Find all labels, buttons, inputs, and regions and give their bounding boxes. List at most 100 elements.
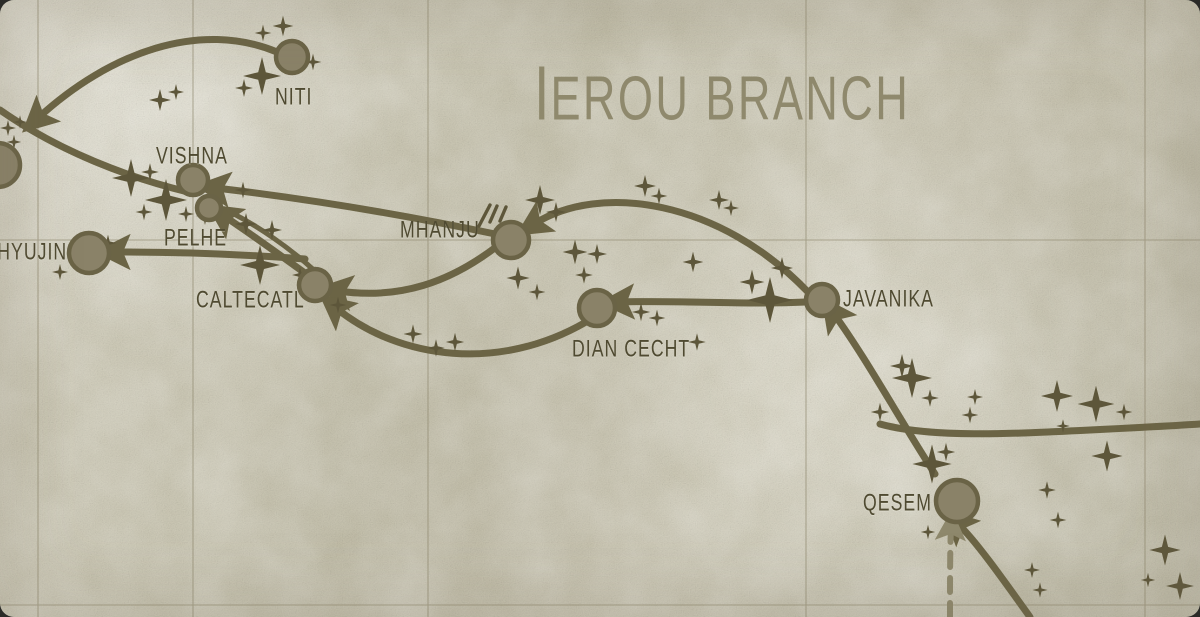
star-glyph <box>329 296 347 314</box>
system-label-qesem: QESEM <box>863 490 932 517</box>
star-glyph <box>747 277 793 323</box>
star-glyph <box>262 220 282 240</box>
route-javanika-to-mhanju[interactable] <box>515 199 812 296</box>
star-glyph <box>141 163 159 181</box>
route-qesem-south-dashed[interactable] <box>934 509 966 617</box>
star-glyph <box>506 266 530 290</box>
star-glyph <box>445 332 465 352</box>
system-node-mhanju[interactable] <box>490 219 532 261</box>
star-glyph <box>920 524 936 540</box>
star-glyph <box>234 181 252 199</box>
star-glyph <box>272 15 294 37</box>
system-node-hyujin[interactable] <box>66 230 112 276</box>
star-glyph <box>562 239 588 265</box>
star-glyph <box>936 442 956 462</box>
system-label-vishna: VISHNA <box>156 143 228 170</box>
star-glyph <box>739 269 765 295</box>
star-glyph <box>403 324 423 344</box>
system-label-javanika: JAVANIKA <box>843 286 935 313</box>
star-glyph <box>427 339 445 357</box>
star-glyph <box>525 185 555 215</box>
star-glyph <box>587 244 607 264</box>
star-glyph <box>178 206 194 222</box>
system-label-niti: NITI <box>275 84 313 111</box>
star-glyph <box>1149 534 1181 566</box>
system-node-niti[interactable] <box>273 38 311 76</box>
star-glyph <box>631 302 651 322</box>
star-glyph <box>648 309 666 327</box>
star-glyph <box>235 213 257 235</box>
star-glyph <box>243 57 281 95</box>
star-glyph <box>304 53 322 71</box>
route-qesem-to-javanika[interactable] <box>821 296 939 478</box>
system-label-hyujin: HYUJIN <box>0 239 68 266</box>
system-label-pelhe: PELHE <box>164 225 228 252</box>
star-glyph <box>6 134 22 150</box>
system-label-caltecatl: CALTECATL <box>196 287 305 314</box>
star-glyph <box>546 202 566 222</box>
branch-title: IEROU BRANCH <box>534 49 910 138</box>
route-mhanju-to-vishna[interactable] <box>194 171 499 238</box>
star-glyph <box>682 251 704 273</box>
system-node-javanika[interactable] <box>803 281 841 319</box>
system-label-dian-cecht: DIAN CECHT <box>572 336 691 363</box>
star-glyph <box>771 257 793 279</box>
star-glyph <box>235 79 253 97</box>
sparkle-tick <box>477 203 508 228</box>
star-glyph <box>961 406 979 424</box>
star-glyph <box>709 190 729 210</box>
star-glyph <box>967 389 983 405</box>
star-glyph <box>1077 385 1115 423</box>
route-qesem-east[interactable] <box>876 420 1200 438</box>
route-network <box>0 36 1200 617</box>
star-glyph <box>650 187 668 205</box>
branch-title-rest: EROU BRANCH <box>550 62 911 133</box>
star-glyph <box>1091 440 1123 472</box>
star-glyph <box>912 444 952 484</box>
star-glyph <box>1140 572 1156 588</box>
star-field <box>0 15 1194 600</box>
route-caltecatl-feeder[interactable] <box>227 209 319 275</box>
star-glyph <box>892 358 932 398</box>
system-node-edge-west[interactable] <box>0 140 23 190</box>
star-glyph <box>240 245 280 285</box>
route-javanika-to-dian[interactable] <box>598 283 810 320</box>
system-node-qesem[interactable] <box>933 477 981 525</box>
branch-title-initial: I <box>534 50 551 137</box>
system-node-vishna[interactable] <box>175 162 211 198</box>
star-glyph <box>575 266 593 284</box>
route-niti-to-west[interactable] <box>21 36 281 133</box>
star-glyph <box>145 179 187 221</box>
route-dian-to-caltecatl[interactable] <box>319 294 590 358</box>
star-glyph <box>13 115 27 129</box>
star-glyph <box>135 203 153 221</box>
star-glyph <box>1166 572 1194 600</box>
star-glyph <box>112 159 150 197</box>
star-glyph <box>1041 380 1073 412</box>
star-glyph <box>1049 511 1067 529</box>
star-glyph <box>870 402 890 422</box>
system-node-caltecatl[interactable] <box>296 266 334 304</box>
star-glyph <box>1038 481 1056 499</box>
star-glyph <box>634 175 656 197</box>
star-glyph <box>688 333 706 351</box>
star-glyph <box>528 283 546 301</box>
star-glyph <box>1032 582 1048 598</box>
star-glyph <box>0 119 17 137</box>
system-node-dian-cecht[interactable] <box>576 287 618 329</box>
route-southeast-to-qesem[interactable] <box>942 509 1034 617</box>
star-glyph <box>168 84 184 100</box>
star-glyph <box>723 200 739 216</box>
star-glyph <box>1115 403 1133 421</box>
system-nodes <box>0 38 981 525</box>
star-glyph <box>1056 419 1070 433</box>
route-to-hyujin[interactable] <box>94 233 309 271</box>
star-glyph <box>890 354 914 378</box>
route-mhanju-to-caltecatl[interactable] <box>316 243 500 312</box>
star-glyph <box>52 264 68 280</box>
system-node-pelhe[interactable] <box>194 193 224 223</box>
system-label-mhanju: MHANJU <box>400 217 480 244</box>
star-glyph <box>1024 562 1040 578</box>
